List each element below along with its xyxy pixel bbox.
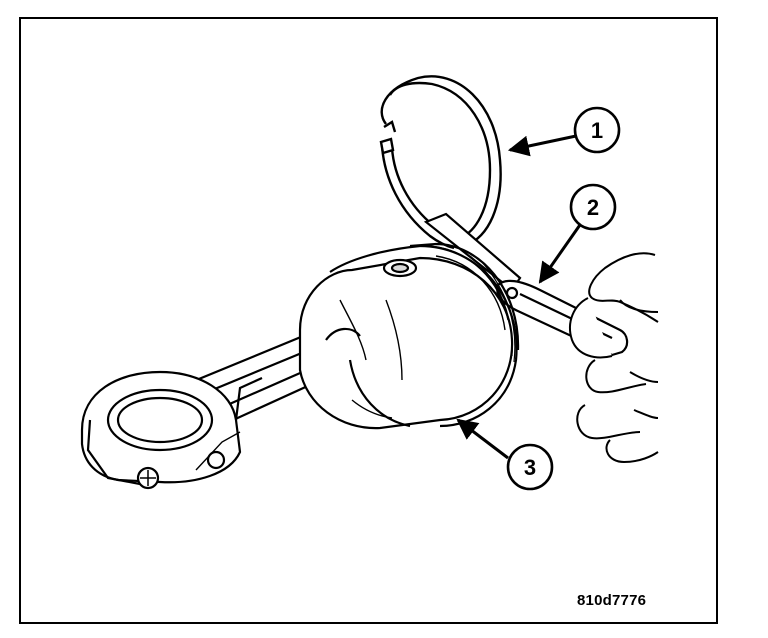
callout-2: 2 [569,183,617,231]
callout-arrow-2 [538,221,584,284]
callout-3: 3 [506,443,554,491]
figure-code: 810d7776 [577,592,647,609]
piston-assembly [80,242,520,490]
callout-number-2: 2 [587,195,599,220]
hand [569,252,659,464]
callout-1: 1 [573,106,621,154]
callout-arrow-3 [456,418,509,460]
callout-arrow-1 [507,134,577,157]
callout-number-1: 1 [591,118,603,143]
callout-number-3: 3 [524,455,536,480]
piston-ring [379,75,502,250]
